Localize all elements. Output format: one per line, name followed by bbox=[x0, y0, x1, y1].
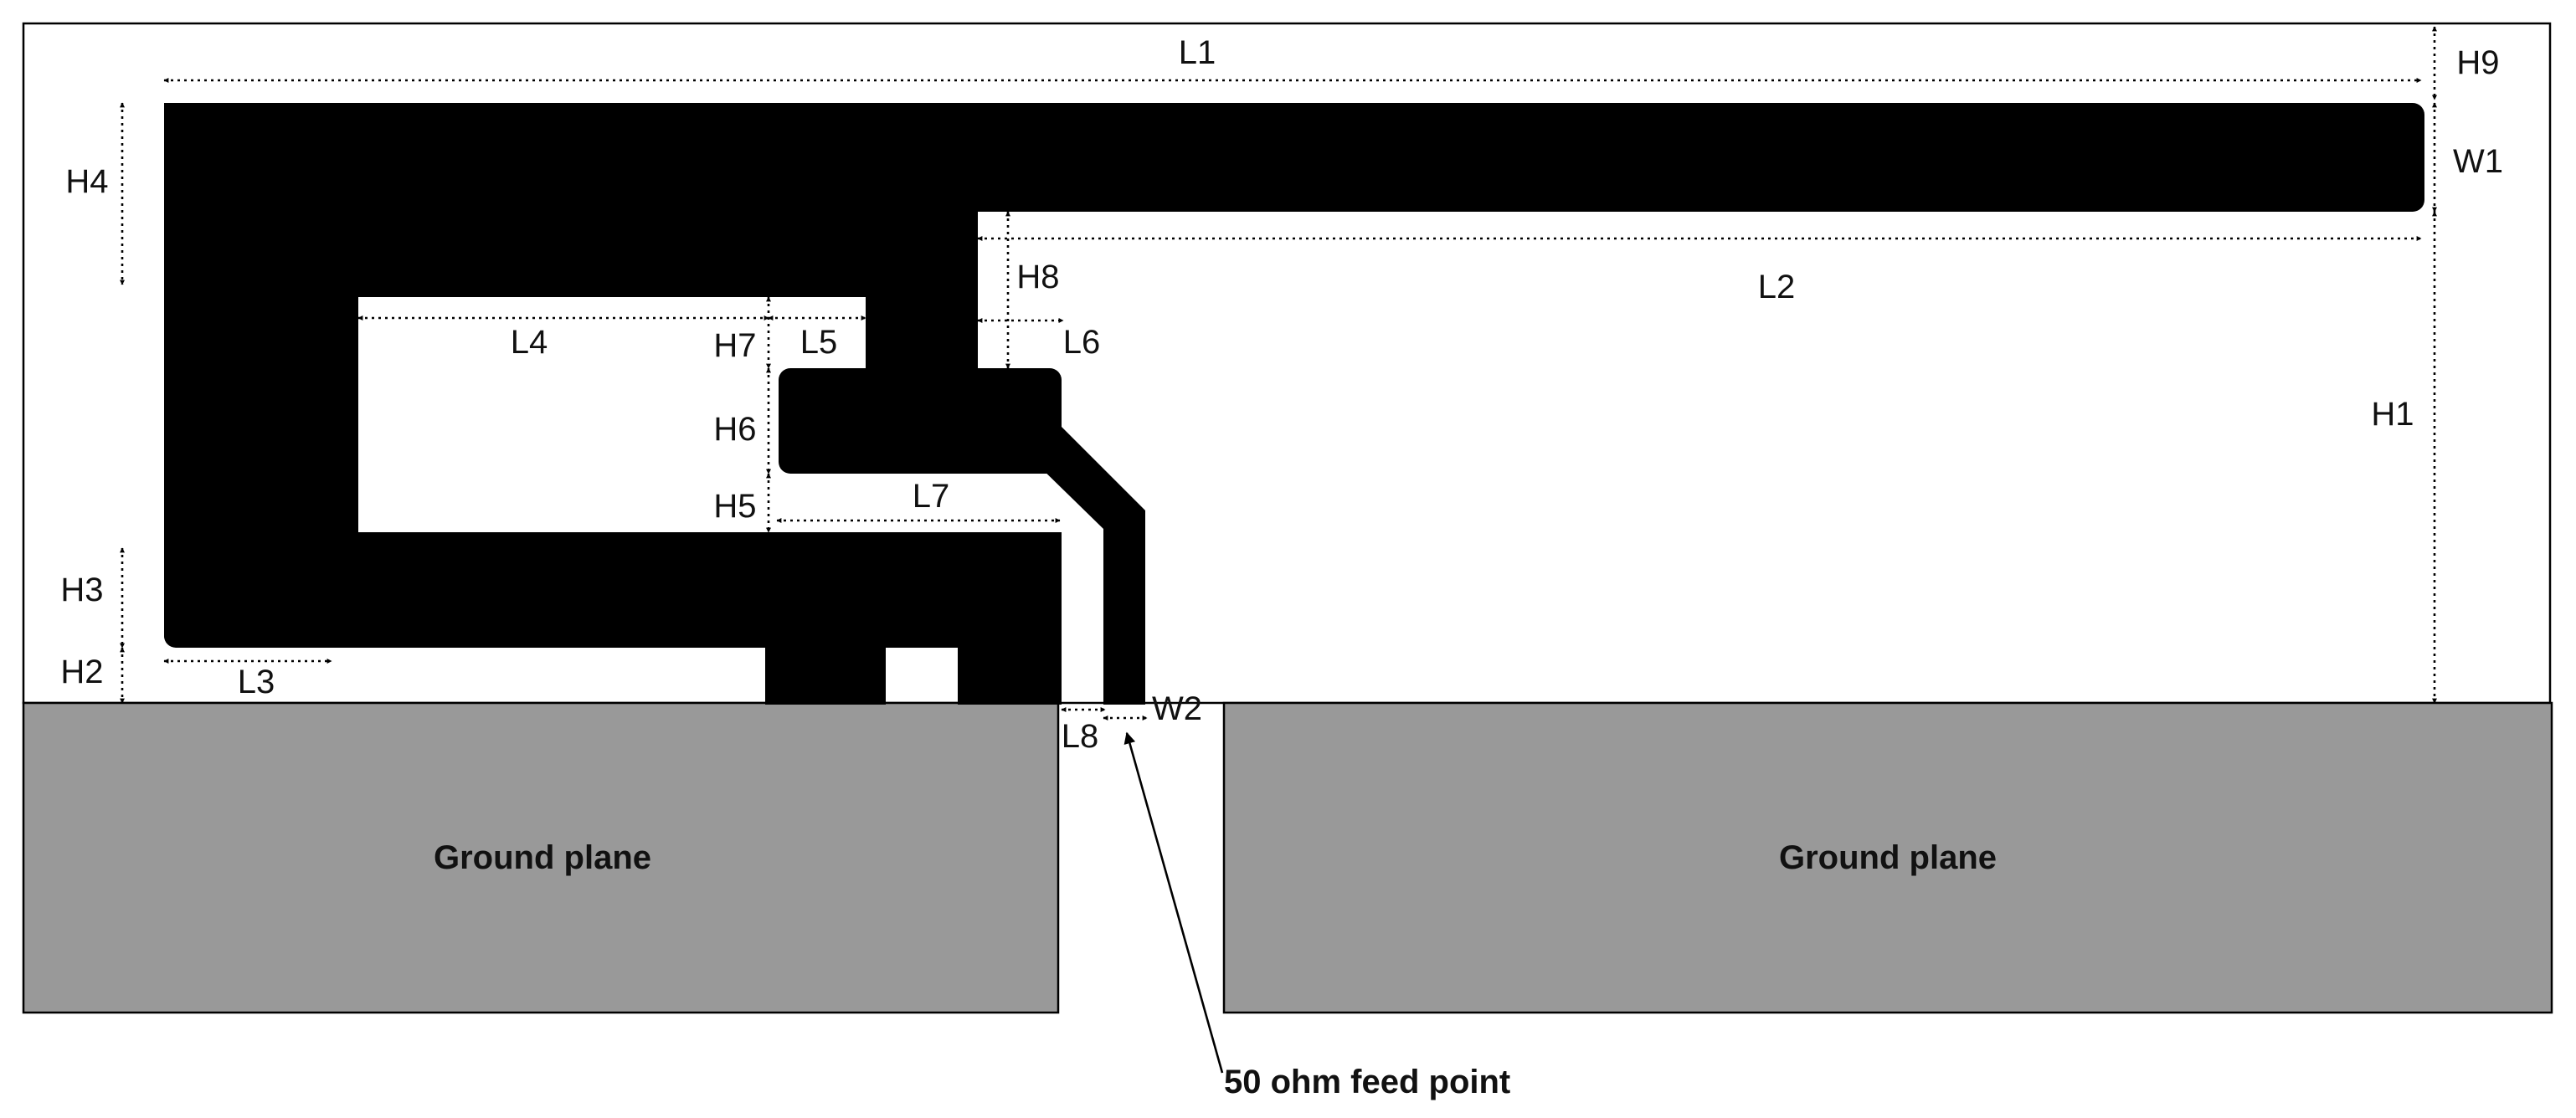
label-h2: H2 bbox=[60, 654, 103, 690]
dimension-lines bbox=[120, 26, 2437, 721]
ground-plane-right bbox=[1222, 701, 2553, 1014]
ground-plane-left bbox=[22, 701, 1060, 1014]
middle-block bbox=[779, 368, 1062, 474]
lower-right-strip bbox=[1020, 532, 1062, 705]
label-l1: L1 bbox=[1179, 34, 1216, 71]
label-h3: H3 bbox=[60, 572, 103, 608]
antenna-conductor bbox=[164, 103, 2424, 705]
label-h1: H1 bbox=[2371, 396, 2414, 433]
dimension-labels: L1 L2 L3 L4 L5 L6 L7 L8 W2 H1 H2 H3 H4 H… bbox=[60, 34, 2503, 755]
label-h9: H9 bbox=[2456, 44, 2499, 81]
label-l7: L7 bbox=[913, 478, 950, 515]
label-l5: L5 bbox=[800, 324, 838, 361]
bottom-stub-left bbox=[765, 644, 886, 705]
label-l3: L3 bbox=[238, 664, 275, 700]
label-h6: H6 bbox=[713, 411, 756, 448]
label-l8: L8 bbox=[1062, 718, 1099, 755]
label-h5: H5 bbox=[713, 488, 756, 525]
lower-arm bbox=[164, 532, 1062, 648]
label-w2: W2 bbox=[1152, 690, 1202, 727]
label-h7: H7 bbox=[713, 327, 756, 364]
label-h8: H8 bbox=[1016, 259, 1059, 295]
feed-pointer-arrow bbox=[1123, 731, 1224, 1074]
feed-point-label: 50 ohm feed point bbox=[1224, 1064, 1510, 1100]
label-l6: L6 bbox=[1063, 324, 1101, 361]
label-l2: L2 bbox=[1758, 269, 1796, 305]
vertical-neck bbox=[866, 103, 978, 371]
feed-line bbox=[1031, 427, 1145, 705]
label-h4: H4 bbox=[65, 163, 108, 200]
upper-inner-arm bbox=[164, 103, 866, 297]
ground-plane-right-label: Ground plane bbox=[1779, 839, 1997, 876]
label-l4: L4 bbox=[511, 324, 548, 361]
ground-plane-left-label: Ground plane bbox=[434, 839, 651, 876]
label-w1: W1 bbox=[2453, 143, 2503, 180]
